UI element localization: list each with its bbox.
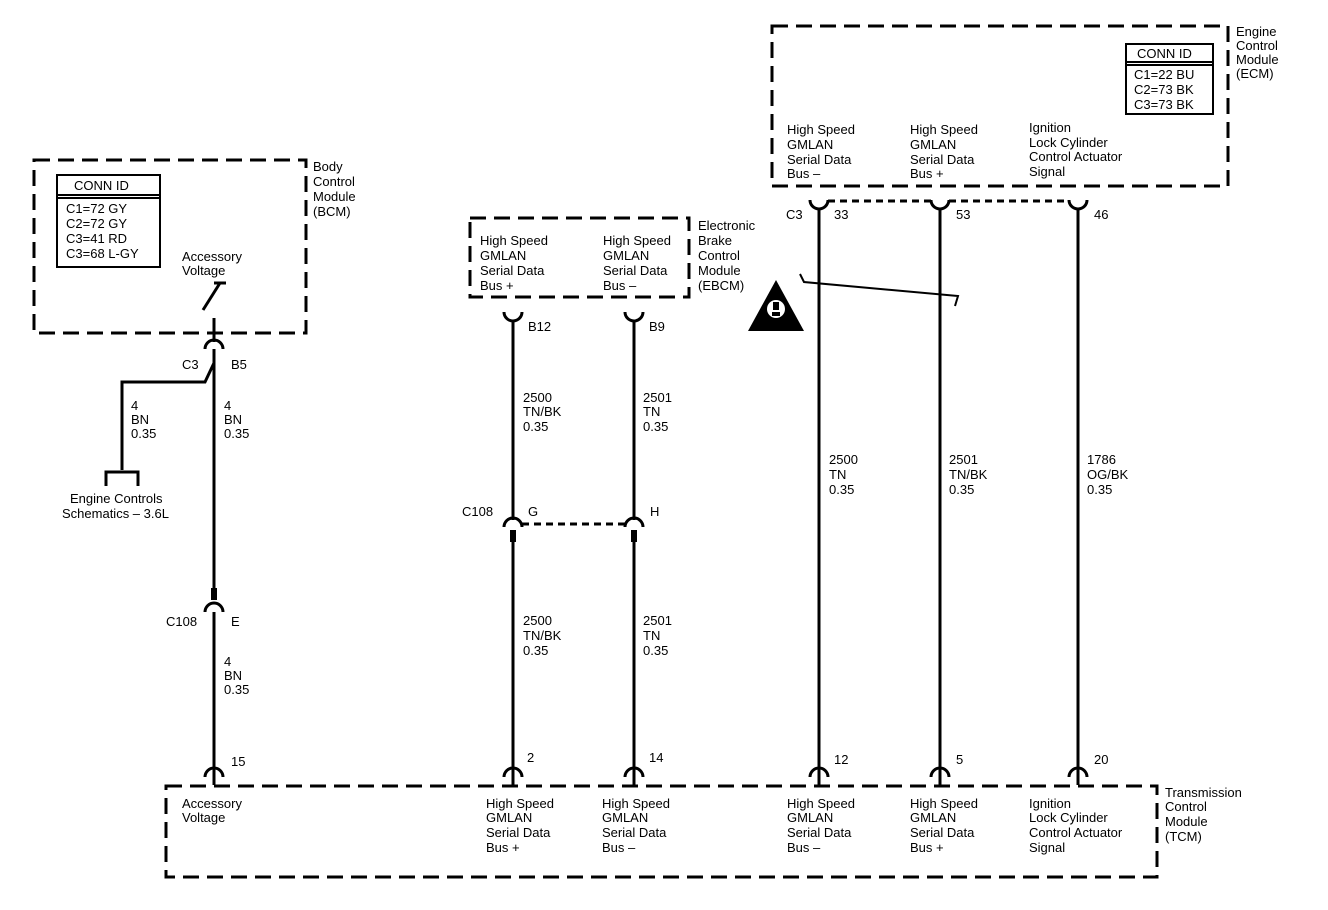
ecm-pin-bus-plus: High Speed GMLAN Serial Data Bus + [910, 122, 982, 181]
tcm-module: Transmission Control Module (TCM) Access… [164, 784, 1245, 879]
ecm-pin-53: 53 [956, 207, 970, 222]
ecm-minus-wire-label: 2500 TN 0.35 [829, 452, 862, 497]
bcm-conn-table: CONN ID C1=72 GY C2=72 GY C3=41 RD C3=68… [56, 174, 161, 268]
tcm-pin-15: 15 [231, 754, 245, 769]
tcm-pin-14: 14 [649, 750, 663, 765]
ecm-name: Engine Control Module (ECM) [1236, 24, 1282, 81]
tcm-box [164, 784, 1159, 879]
tcm-pin12-connector [808, 766, 830, 778]
ground-bracket [104, 470, 140, 486]
bcm-accessory-label: Accessory Voltage [182, 249, 246, 278]
bcm-conn-label: C3 [182, 357, 199, 372]
ecm-conn-list: C1=22 BU C2=73 BK C3=73 BK [1134, 67, 1198, 112]
ebcm-b9-connector [623, 311, 645, 323]
tcm-pin-accessory-voltage: Accessory Voltage [182, 796, 246, 825]
ecm-pin46-connector [1067, 199, 1089, 211]
ecm-conn-table: CONN ID C1=22 BU C2=73 BK C3=73 BK [1125, 43, 1214, 115]
c108-e-label: C108 [166, 614, 197, 629]
tcm-pin14-connector [623, 766, 645, 778]
c108-h-pin: H [650, 504, 659, 519]
c108-e-pin: E [231, 614, 240, 629]
bcm-module: Body Control Module (BCM) CONN ID C1=72 … [32, 158, 359, 342]
c108-e-connector [203, 601, 225, 613]
ecm-pin-46: 46 [1094, 207, 1108, 222]
ecm-conn-label: C3 [786, 207, 803, 222]
ebcm-pin-b9: B9 [649, 319, 665, 334]
ebcm-b12-connector [502, 311, 524, 323]
c108-g-label: C108 [462, 504, 493, 519]
tcm-pin-20: 20 [1094, 752, 1108, 767]
tcm-pin-12: 12 [834, 752, 848, 767]
c108-h-connector [623, 516, 645, 528]
ebcm-box [468, 216, 691, 299]
ebcm-module: Electronic Brake Control Module (EBCM) H… [468, 216, 759, 299]
warning-triangle-icon[interactable] [748, 280, 804, 331]
bcm-pin-label: B5 [231, 357, 247, 372]
ecm-pin53-connector [929, 199, 951, 211]
tcm-pin-ignition: Ignition Lock Cylinder Control Actuator … [1029, 796, 1126, 855]
ecm-conn-header: CONN ID [1137, 46, 1192, 61]
ebcm-pin-b12: B12 [528, 319, 551, 334]
tcm-name: Transmission Control Module (TCM) [1165, 785, 1245, 844]
c108-g-pin: G [528, 504, 538, 519]
c108-g-connector [502, 516, 524, 528]
c108-e-male-pin [211, 588, 217, 600]
ecm-ignition-wire-label: 1786 OG/BK 0.35 [1087, 452, 1132, 497]
ebcm-name: Electronic Brake Control Module (EBCM) [698, 218, 759, 293]
ebcm-pin-bus-minus: High Speed GMLAN Serial Data Bus – [603, 233, 675, 293]
warning-pointer-line [799, 273, 960, 307]
ebcm-pin-bus-plus: High Speed GMLAN Serial Data Bus + [480, 233, 552, 293]
ecm-box [770, 24, 1230, 188]
ecm-pin-33: 33 [834, 207, 848, 222]
ecm-pin-bus-minus: High Speed GMLAN Serial Data Bus – [787, 122, 859, 181]
bcm-c3-connector [203, 338, 225, 350]
switch-icon [201, 281, 226, 342]
bcm-conn-header: CONN ID [74, 178, 129, 193]
tcm-pin5-connector [929, 766, 951, 778]
tcm-pin15-connector [203, 766, 225, 778]
bcm-name: Body Control Module (BCM) [313, 159, 359, 219]
bcm-lower-wire-label: 4 BN 0.35 [224, 654, 249, 697]
bcm-wire-branch [120, 362, 216, 470]
ecm-module: Engine Control Module (ECM) CONN ID C1=2… [770, 24, 1282, 188]
bcm-conn-list: C1=72 GY C2=72 GY C3=41 RD C3=68 L-GY [66, 201, 139, 261]
tcm-pin-bus-plus-ebcm: High Speed GMLAN Serial Data Bus + [486, 796, 558, 855]
ebcm-plus-upper-label: 2500 TN/BK 0.35 [523, 390, 565, 434]
bcm-branch-wire-label: 4 BN 0.35 [131, 398, 156, 441]
bcm-box [32, 158, 308, 335]
ecm-plus-wire-label: 2501 TN/BK 0.35 [949, 452, 991, 497]
tcm-pin20-connector [1067, 766, 1089, 778]
tcm-pin-bus-plus-ecm: High Speed GMLAN Serial Data Bus + [910, 796, 982, 855]
tcm-pin-5: 5 [956, 752, 963, 767]
ebcm-minus-upper-label: 2501 TN 0.35 [643, 390, 676, 434]
ecm-pin-ignition: Ignition Lock Cylinder Control Actuator … [1029, 120, 1126, 179]
bcm-main-wire-label: 4 BN 0.35 [224, 398, 249, 441]
tcm-pin-2: 2 [527, 750, 534, 765]
ebcm-minus-lower-label: 2501 TN 0.35 [643, 613, 676, 658]
tcm-pin-bus-minus-ebcm: High Speed GMLAN Serial Data Bus – [602, 796, 674, 855]
tcm-pin2-connector [502, 766, 524, 778]
tcm-pin-bus-minus-ecm: High Speed GMLAN Serial Data Bus – [787, 796, 859, 855]
ebcm-plus-lower-label: 2500 TN/BK 0.35 [523, 613, 565, 658]
engine-controls-reference[interactable]: Engine Controls Schematics – 3.6L [62, 491, 169, 521]
ecm-pin33-connector [808, 199, 830, 211]
